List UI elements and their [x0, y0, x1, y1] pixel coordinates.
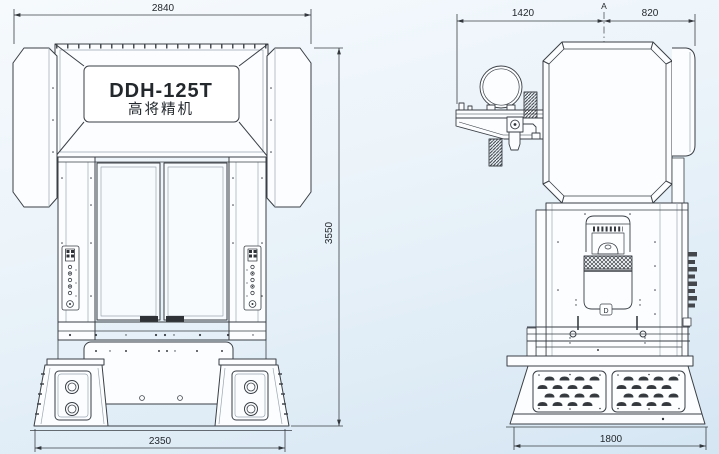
ram-knurl-band — [583, 255, 633, 270]
front-right-foot — [214, 358, 290, 427]
dim-front-base-width: 2350 — [34, 429, 286, 452]
front-overall-height-value: 3550 — [324, 221, 335, 244]
louver-plate-right — [611, 370, 686, 413]
front-left-foot — [33, 358, 109, 427]
dim-front-overall-width: 2840 — [13, 3, 312, 44]
right-control-panel — [243, 245, 262, 311]
louver-plate-left — [532, 370, 607, 413]
ram-assembly: D — [569, 215, 646, 344]
air-valve — [506, 116, 541, 151]
damper-upper — [523, 91, 538, 119]
axis-label-a: A — [601, 1, 607, 11]
front-right-pod — [266, 47, 312, 208]
side-depth-front-value: 820 — [642, 8, 659, 19]
dim-side-depth: 1420 820 — [456, 8, 696, 104]
front-base-width-value: 2350 — [149, 436, 172, 447]
damper-lower — [488, 138, 503, 167]
door-right — [163, 162, 228, 322]
front-head: DDH-125T 高将精机 — [54, 43, 269, 158]
door-left-handle — [140, 316, 158, 322]
side-base — [506, 355, 708, 428]
nameplate — [83, 65, 240, 123]
tank-bracket — [455, 65, 544, 167]
front-doors — [58, 156, 266, 322]
rear-fittings — [682, 252, 697, 327]
side-head — [542, 41, 673, 204]
front-overall-width-value: 2840 — [152, 3, 175, 14]
door-right-handle — [166, 316, 184, 322]
side-view: 1420 820 A B C — [455, 1, 708, 450]
balancer-tank — [479, 65, 523, 109]
nameplate-model: DDH-125T — [109, 80, 213, 102]
front-view: 2840 DDH-125T 高将精机 — [12, 3, 343, 452]
left-control-panel — [61, 245, 80, 311]
front-left-pod — [12, 47, 58, 208]
dim-front-overall-height: 3550 — [291, 47, 343, 427]
side-base-depth-value: 1800 — [600, 434, 623, 445]
side-depth-rear-value: 1420 — [512, 8, 535, 19]
dim-side-base-depth: 1800 — [513, 427, 707, 450]
axis-label-d: D — [603, 308, 608, 315]
door-left — [96, 162, 161, 322]
nameplate-brand: 高将精机 — [128, 101, 194, 118]
side-rear-cover — [671, 47, 696, 205]
